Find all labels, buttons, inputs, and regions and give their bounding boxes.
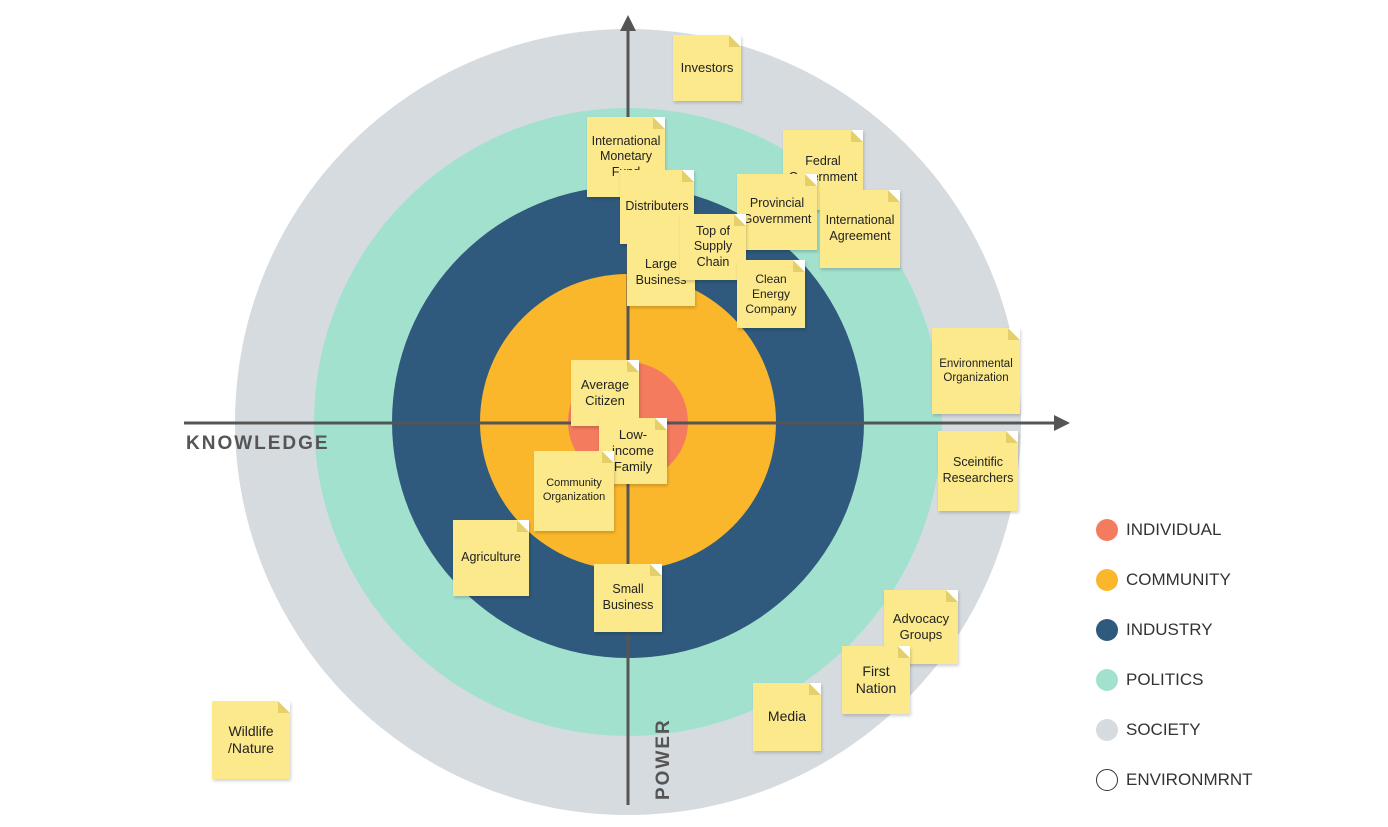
legend-label: ENVIRONMRNT	[1126, 770, 1253, 789]
legend-item-community: COMMUNITY	[1096, 568, 1376, 592]
legend-dot	[1096, 619, 1118, 641]
note-environmental-organization[interactable]: Environmental Organization	[932, 328, 1020, 414]
note-investors[interactable]: Investors	[673, 35, 741, 101]
legend: INDIVIDUAL COMMUNITY INDUSTRY POLITICS S…	[1096, 518, 1376, 818]
note-scientific-researchers[interactable]: Sceintific Researchers	[938, 431, 1018, 511]
note-small-business[interactable]: Small Business	[594, 564, 662, 632]
y-axis-label: POWER	[653, 718, 674, 800]
y-axis-arrow	[620, 15, 636, 31]
x-axis-arrow	[1054, 415, 1070, 431]
note-top-of-supply-chain[interactable]: Top of Supply Chain	[680, 214, 746, 280]
note-international-agreement[interactable]: International Agreement	[820, 190, 900, 268]
legend-item-industry: INDUSTRY	[1096, 618, 1376, 642]
legend-label: INDIVIDUAL	[1126, 520, 1222, 539]
legend-dot	[1096, 669, 1118, 691]
legend-dot	[1096, 519, 1118, 541]
note-provincial-government[interactable]: Provincial Government	[737, 174, 817, 250]
legend-label: POLITICS	[1126, 670, 1204, 689]
note-community-organization[interactable]: Community Organization	[534, 451, 614, 531]
note-first-nation[interactable]: First Nation	[842, 646, 910, 714]
legend-dot	[1096, 769, 1118, 791]
legend-item-politics: POLITICS	[1096, 668, 1376, 692]
x-axis-label: KNOWLEDGE	[186, 433, 330, 454]
note-agriculture[interactable]: Agriculture	[453, 520, 529, 596]
note-average-citizen[interactable]: Average Citizen	[571, 360, 639, 426]
legend-label: INDUSTRY	[1126, 620, 1213, 639]
legend-dot	[1096, 719, 1118, 741]
legend-dot	[1096, 569, 1118, 591]
note-media[interactable]: Media	[753, 683, 821, 751]
legend-label: SOCIETY	[1126, 720, 1201, 739]
note-clean-energy-company[interactable]: Clean Energy Company	[737, 260, 805, 328]
legend-item-society: SOCIETY	[1096, 718, 1376, 742]
legend-label: COMMUNITY	[1126, 570, 1231, 589]
legend-item-environment: ENVIRONMRNT	[1096, 768, 1376, 792]
legend-item-individual: INDIVIDUAL	[1096, 518, 1376, 542]
note-wildlife-nature[interactable]: Wildlife /Nature	[212, 701, 290, 779]
